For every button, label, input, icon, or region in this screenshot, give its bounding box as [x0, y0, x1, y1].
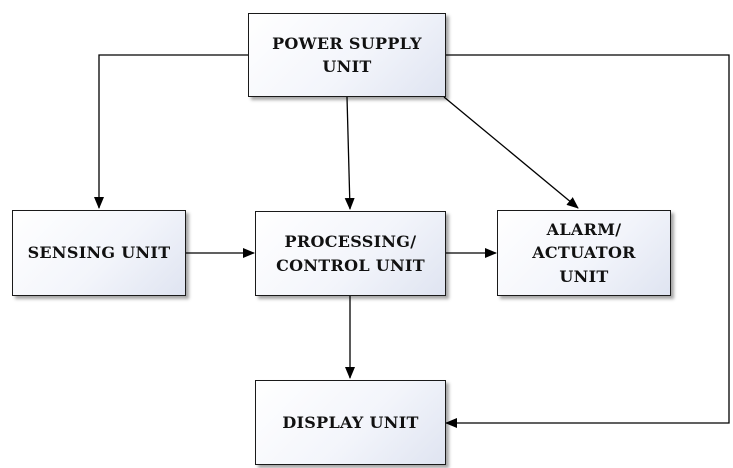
arrow-power-to-alarm: [443, 96, 579, 209]
display-unit-block: DISPLAY UNIT: [255, 380, 446, 465]
sensing-unit-label: SENSING UNIT: [27, 243, 171, 263]
alarm-actuator-unit-block: ALARM/ ACTUATOR UNIT: [497, 210, 671, 296]
sensing-unit-block: SENSING UNIT: [12, 210, 186, 296]
power-supply-unit-label: POWER SUPPLY UNIT: [272, 33, 422, 76]
arrow-power-to-display: [445, 54, 730, 428]
power-supply-unit-block: POWER SUPPLY UNIT: [248, 13, 446, 97]
arrow-power-to-sensing: [94, 54, 248, 209]
display-unit-label: DISPLAY UNIT: [282, 412, 419, 432]
processing-control-unit-block: PROCESSING/ CONTROL UNIT: [255, 211, 446, 296]
processing-control-unit-label: PROCESSING/ CONTROL UNIT: [276, 232, 425, 275]
arrow-power-to-processing: [344, 96, 355, 210]
alarm-actuator-unit-label: ALARM/ ACTUATOR UNIT: [532, 220, 636, 286]
